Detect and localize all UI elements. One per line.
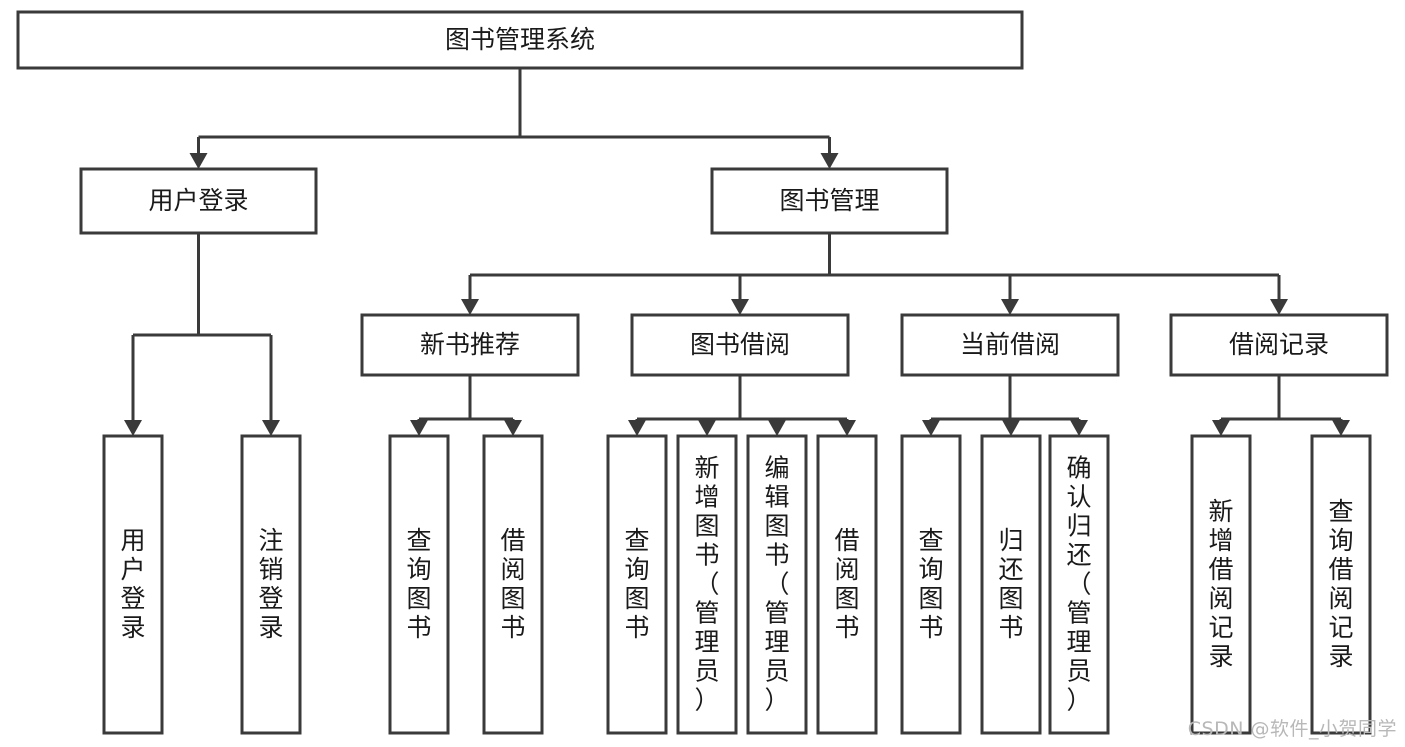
arrow-head-icon — [731, 299, 749, 315]
node-leaf-confirm-return[interactable]: 确认归还（管理员） — [1048, 434, 1110, 735]
node-box — [606, 434, 668, 735]
node-leaf-borrow-book-1[interactable]: 借阅图书 — [482, 434, 544, 735]
boxes-layer: 图书管理系统用户登录图书管理新书推荐图书借阅当前借阅借阅记录用户登录注销登录查询… — [16, 10, 1389, 735]
node-label: 借阅记录 — [1229, 330, 1329, 359]
node-label: 查询图书 — [406, 526, 431, 642]
node-label: 确认归还（管理员） — [1066, 454, 1091, 715]
node-leaf-edit-book[interactable]: 编辑图书（管理员） — [746, 434, 808, 735]
node-leaf-user-login[interactable]: 用户登录 — [102, 434, 164, 735]
node-label: 查询图书 — [624, 526, 649, 642]
node-box — [482, 434, 544, 735]
arrow-head-icon — [698, 420, 716, 436]
node-leaf-query-book-3[interactable]: 查询图书 — [900, 434, 962, 735]
arrow-head-icon — [768, 420, 786, 436]
node-box — [900, 313, 1120, 377]
node-leaf-return-book[interactable]: 归还图书 — [980, 434, 1042, 735]
arrow-head-icon — [504, 420, 522, 436]
node-label: 图书管理系统 — [445, 25, 595, 54]
node-label: 新增借阅记录 — [1208, 497, 1233, 671]
node-box — [240, 434, 302, 735]
arrow-head-icon — [1070, 420, 1088, 436]
node-book-borrow[interactable]: 图书借阅 — [630, 313, 850, 377]
node-label: 查询图书 — [918, 526, 943, 642]
node-leaf-query-record[interactable]: 查询借阅记录 — [1310, 434, 1372, 735]
arrow-head-icon — [1332, 420, 1350, 436]
node-label: 图书管理 — [779, 186, 879, 215]
node-new-book-recommend[interactable]: 新书推荐 — [360, 313, 580, 377]
node-box — [1169, 313, 1389, 377]
node-label: 新书推荐 — [420, 330, 520, 359]
arrow-head-icon — [838, 420, 856, 436]
node-box — [79, 167, 318, 235]
node-borrow-record[interactable]: 借阅记录 — [1169, 313, 1389, 377]
node-box — [710, 167, 949, 235]
node-box — [816, 434, 878, 735]
node-box — [388, 434, 450, 735]
node-leaf-borrow-book-2[interactable]: 借阅图书 — [816, 434, 878, 735]
arrow-head-icon — [922, 420, 940, 436]
node-leaf-add-record[interactable]: 新增借阅记录 — [1190, 434, 1252, 735]
node-leaf-add-book[interactable]: 新增图书（管理员） — [676, 434, 738, 735]
node-label: 用户登录 — [148, 186, 248, 215]
arrow-head-icon — [410, 420, 428, 436]
node-box — [16, 10, 1024, 70]
arrow-head-icon — [189, 153, 208, 169]
node-label: 新增图书（管理员） — [694, 454, 719, 715]
node-box — [1190, 434, 1252, 735]
arrow-head-icon — [1212, 420, 1230, 436]
node-box — [980, 434, 1042, 735]
node-book-manage[interactable]: 图书管理 — [710, 167, 949, 235]
arrow-head-icon — [820, 153, 839, 169]
arrow-head-icon — [124, 420, 142, 436]
arrow-head-icon — [628, 420, 646, 436]
node-label: 借阅图书 — [500, 526, 525, 642]
node-box — [1310, 434, 1372, 735]
node-user-login[interactable]: 用户登录 — [79, 167, 318, 235]
node-label: 注销登录 — [258, 526, 283, 642]
node-label: 借阅图书 — [834, 526, 859, 642]
node-box — [746, 434, 808, 735]
node-box — [102, 434, 164, 735]
node-label: 用户登录 — [120, 526, 145, 642]
node-leaf-query-book-2[interactable]: 查询图书 — [606, 434, 668, 735]
arrow-head-icon — [1270, 299, 1288, 315]
node-box — [630, 313, 850, 377]
node-label: 查询借阅记录 — [1328, 497, 1353, 671]
node-root[interactable]: 图书管理系统 — [16, 10, 1024, 70]
node-label: 当前借阅 — [960, 330, 1060, 359]
node-box — [1048, 434, 1110, 735]
node-box — [900, 434, 962, 735]
node-current-borrow[interactable]: 当前借阅 — [900, 313, 1120, 377]
node-leaf-query-book-1[interactable]: 查询图书 — [388, 434, 450, 735]
node-label: 图书借阅 — [690, 330, 790, 359]
node-label: 编辑图书（管理员） — [764, 454, 789, 715]
node-box — [676, 434, 738, 735]
node-label: 归还图书 — [998, 526, 1023, 642]
connectors-layer — [124, 68, 1350, 436]
node-leaf-logout[interactable]: 注销登录 — [240, 434, 302, 735]
arrow-head-icon — [1001, 299, 1019, 315]
arrow-head-icon — [262, 420, 280, 436]
arrow-head-icon — [461, 299, 479, 315]
node-box — [360, 313, 580, 377]
arrow-head-icon — [1002, 420, 1020, 436]
